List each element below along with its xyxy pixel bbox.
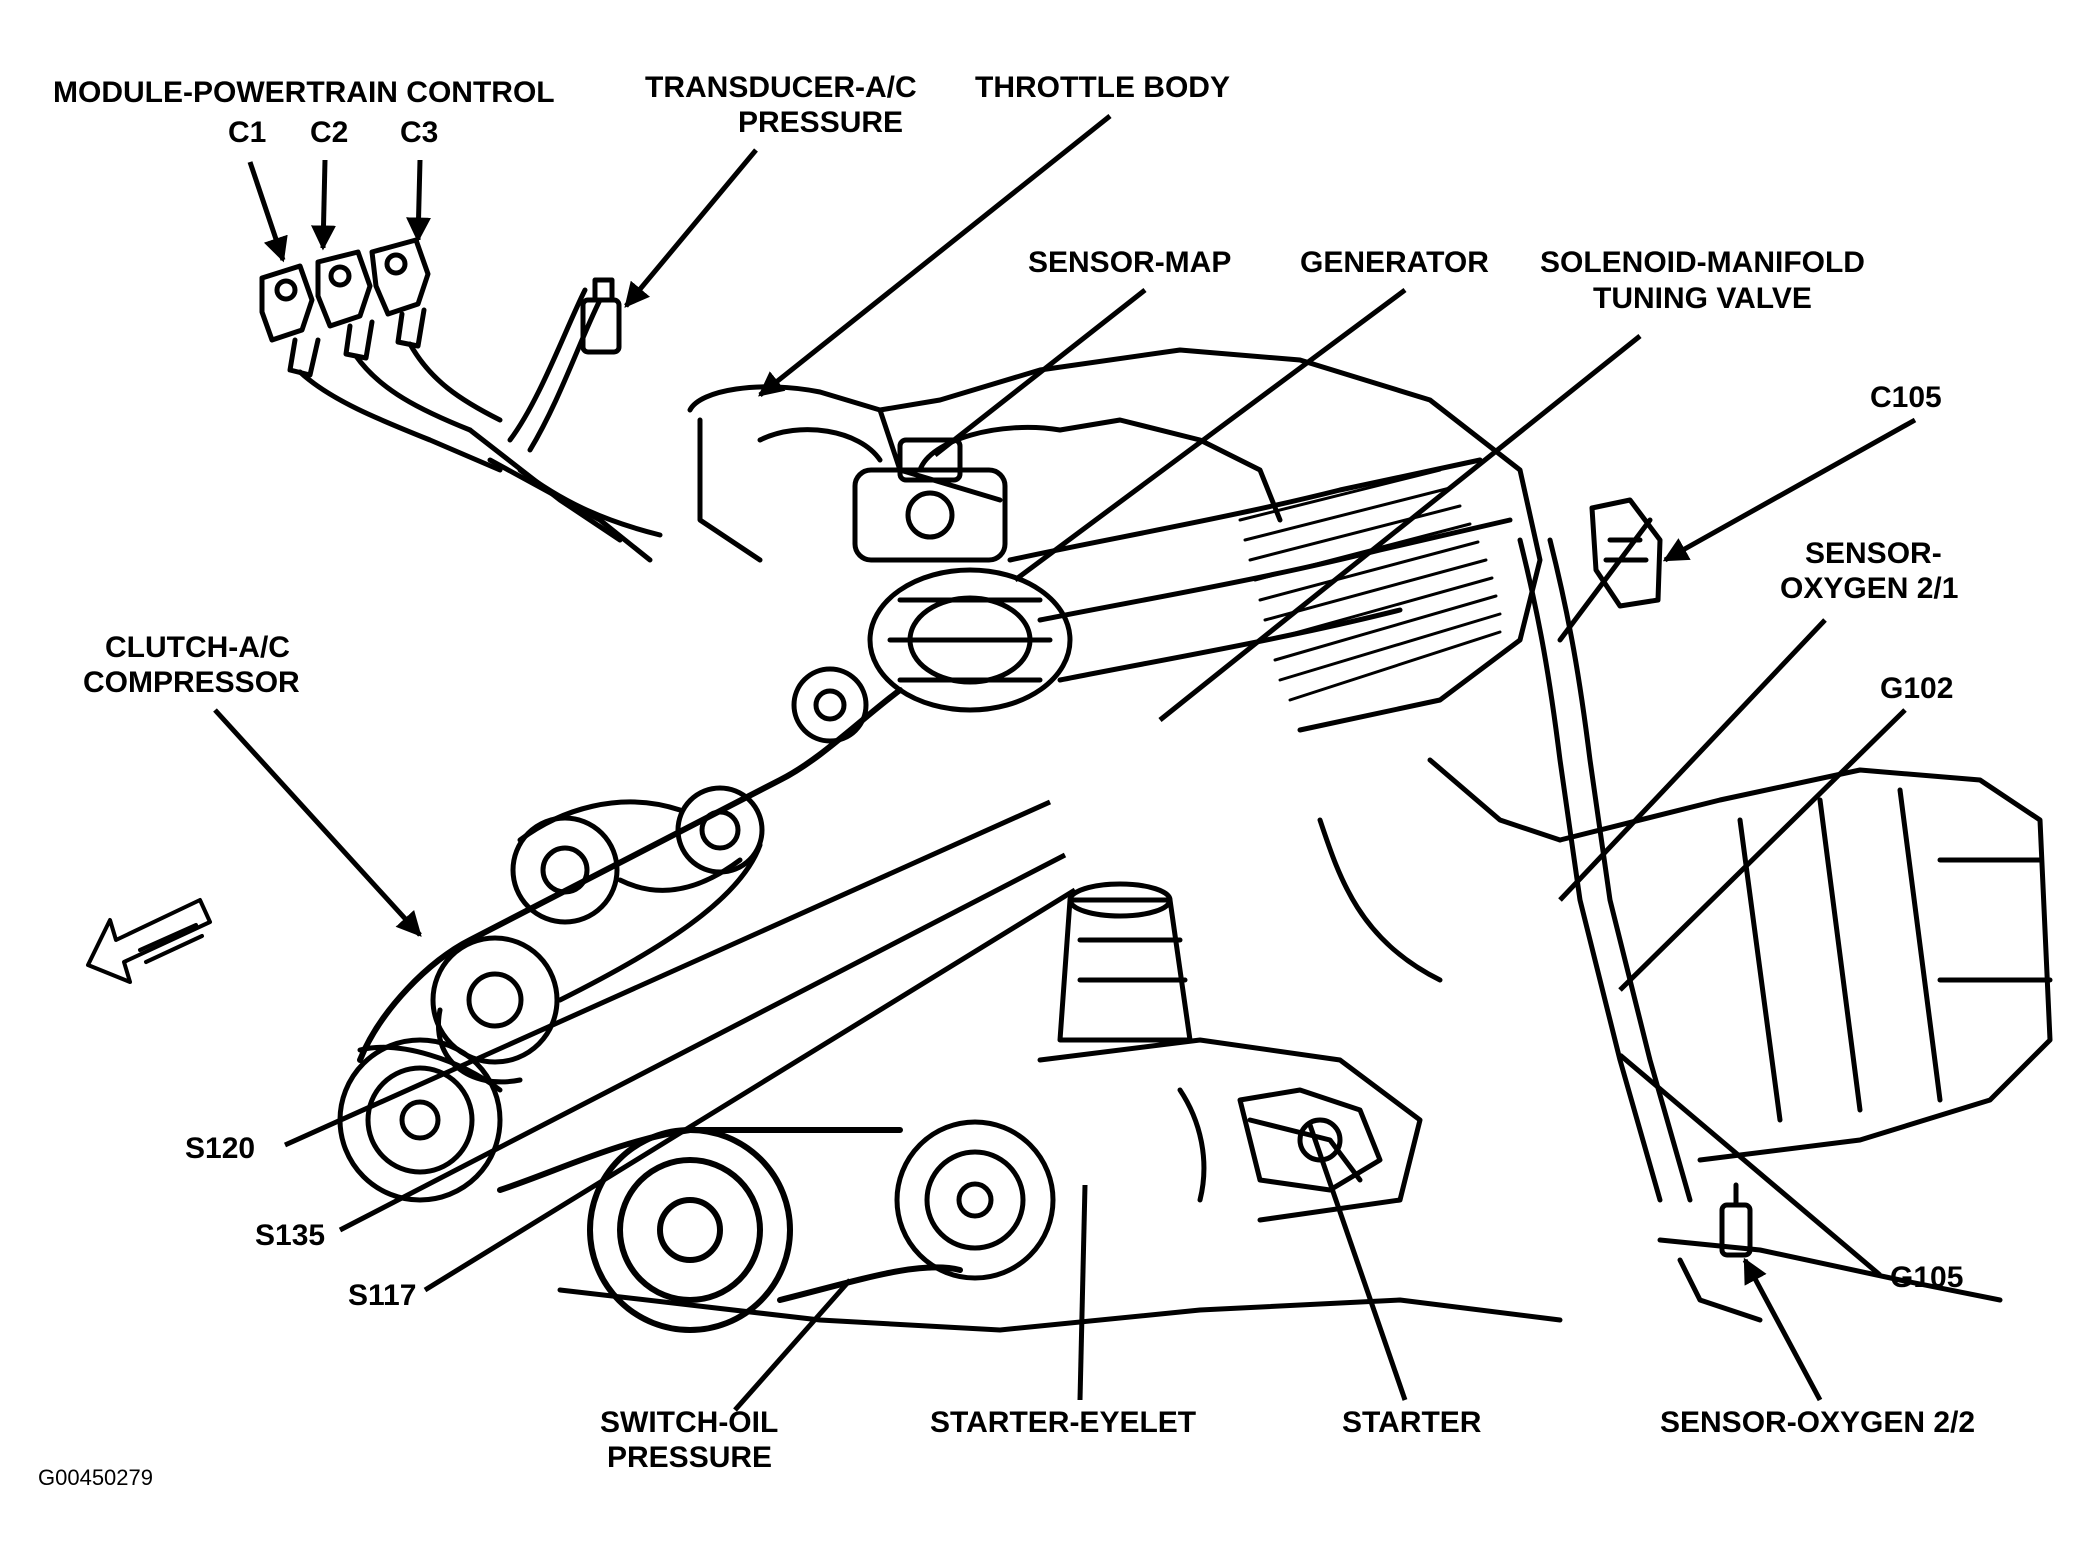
- label-g102: G102: [1880, 672, 1953, 705]
- pcm-connectors: [259, 237, 431, 378]
- label-solenoid-line2: TUNING VALVE: [1593, 282, 1812, 315]
- leader-oil-switch: [733, 1278, 852, 1412]
- ac-compressor-clutch: [337, 1037, 503, 1203]
- leader-o2-21: [1558, 618, 1827, 902]
- label-transducer-line2: PRESSURE: [738, 106, 903, 139]
- leader-lines: [213, 114, 1917, 1412]
- leader-solenoid: [1158, 334, 1642, 722]
- generator: [867, 567, 1073, 713]
- manifold-runners: [1238, 468, 1502, 702]
- leader-generator: [1013, 287, 1407, 583]
- leader-g102: [1618, 708, 1907, 992]
- label-g105: G105: [1890, 1261, 1963, 1294]
- engine-block: [557, 757, 1563, 1333]
- label-generator: GENERATOR: [1300, 246, 1489, 279]
- label-o2-21-line1: SENSOR-: [1805, 537, 1942, 570]
- oil-filter: [1057, 881, 1193, 1043]
- label-s117: S117: [348, 1279, 416, 1312]
- label-oil-switch-line1: SWITCH-OIL: [600, 1406, 778, 1439]
- leader-s117: [423, 887, 1077, 1293]
- throttle-body: [852, 437, 1008, 563]
- leader-c1: [247, 161, 288, 263]
- leader-clutch: [213, 708, 422, 937]
- label-pcm: MODULE-POWERTRAIN CONTROL: [53, 76, 555, 109]
- leader-o2-22: [1742, 1257, 1823, 1402]
- leader-s120: [283, 799, 1052, 1148]
- leader-eyelet: [1077, 1184, 1088, 1401]
- transmission: [1557, 767, 2053, 1323]
- label-throttle-body: THROTTLE BODY: [975, 71, 1230, 104]
- leader-c2: [311, 159, 337, 251]
- figure-id: G00450279: [38, 1465, 153, 1490]
- leader-c105: [1662, 417, 1917, 563]
- label-sensor-map: SENSOR-MAP: [1028, 246, 1231, 279]
- label-transducer-line1: TRANSDUCER-A/C: [645, 71, 917, 104]
- callout-labels: MODULE-POWERTRAIN CONTROL C1 C2 C3 TRANS…: [53, 71, 1975, 1474]
- label-c1: C1: [228, 116, 266, 149]
- exhaust-pipe: [1517, 517, 1693, 1203]
- serpentine-belt: [357, 687, 963, 1303]
- starter-motor: [1237, 1087, 1383, 1193]
- label-c2: C2: [310, 116, 348, 149]
- water-pump-pulley: [894, 1119, 1056, 1281]
- label-c3: C3: [400, 116, 438, 149]
- accessory-drive: [430, 666, 869, 1085]
- leader-c3: [406, 159, 432, 243]
- label-clutch-line2: COMPRESSOR: [83, 666, 300, 699]
- label-solenoid-line1: SOLENOID-MANIFOLD: [1540, 246, 1865, 279]
- label-starter-eyelet: STARTER-EYELET: [930, 1406, 1196, 1439]
- wiring-harness: [297, 287, 663, 563]
- engine-illustration: [86, 237, 2053, 1333]
- leader-sensor-map: [933, 288, 1147, 457]
- c105-connector: [1589, 497, 1663, 609]
- ac-pressure-transducer: [580, 277, 622, 355]
- label-clutch-line1: CLUTCH-A/C: [105, 631, 290, 664]
- leader-starter: [1307, 1124, 1408, 1401]
- label-o2-22: SENSOR-OXYGEN 2/2: [1660, 1406, 1975, 1439]
- label-s135: S135: [255, 1219, 325, 1252]
- label-c105: C105: [1870, 381, 1942, 414]
- label-oil-switch-line2: PRESSURE: [607, 1441, 772, 1474]
- leader-transducer: [624, 148, 758, 308]
- oxygen-sensor-2-2: [1719, 1182, 1753, 1258]
- label-o2-21-line2: OXYGEN 2/1: [1780, 572, 1958, 605]
- front-direction-arrow: [86, 898, 212, 984]
- label-starter: STARTER: [1342, 1406, 1482, 1439]
- crankshaft-damper: [587, 1127, 793, 1333]
- label-s120: S120: [185, 1132, 255, 1165]
- leader-s135: [338, 852, 1067, 1233]
- leader-g105: [1618, 1053, 1882, 1277]
- leader-throttle-body: [758, 114, 1112, 397]
